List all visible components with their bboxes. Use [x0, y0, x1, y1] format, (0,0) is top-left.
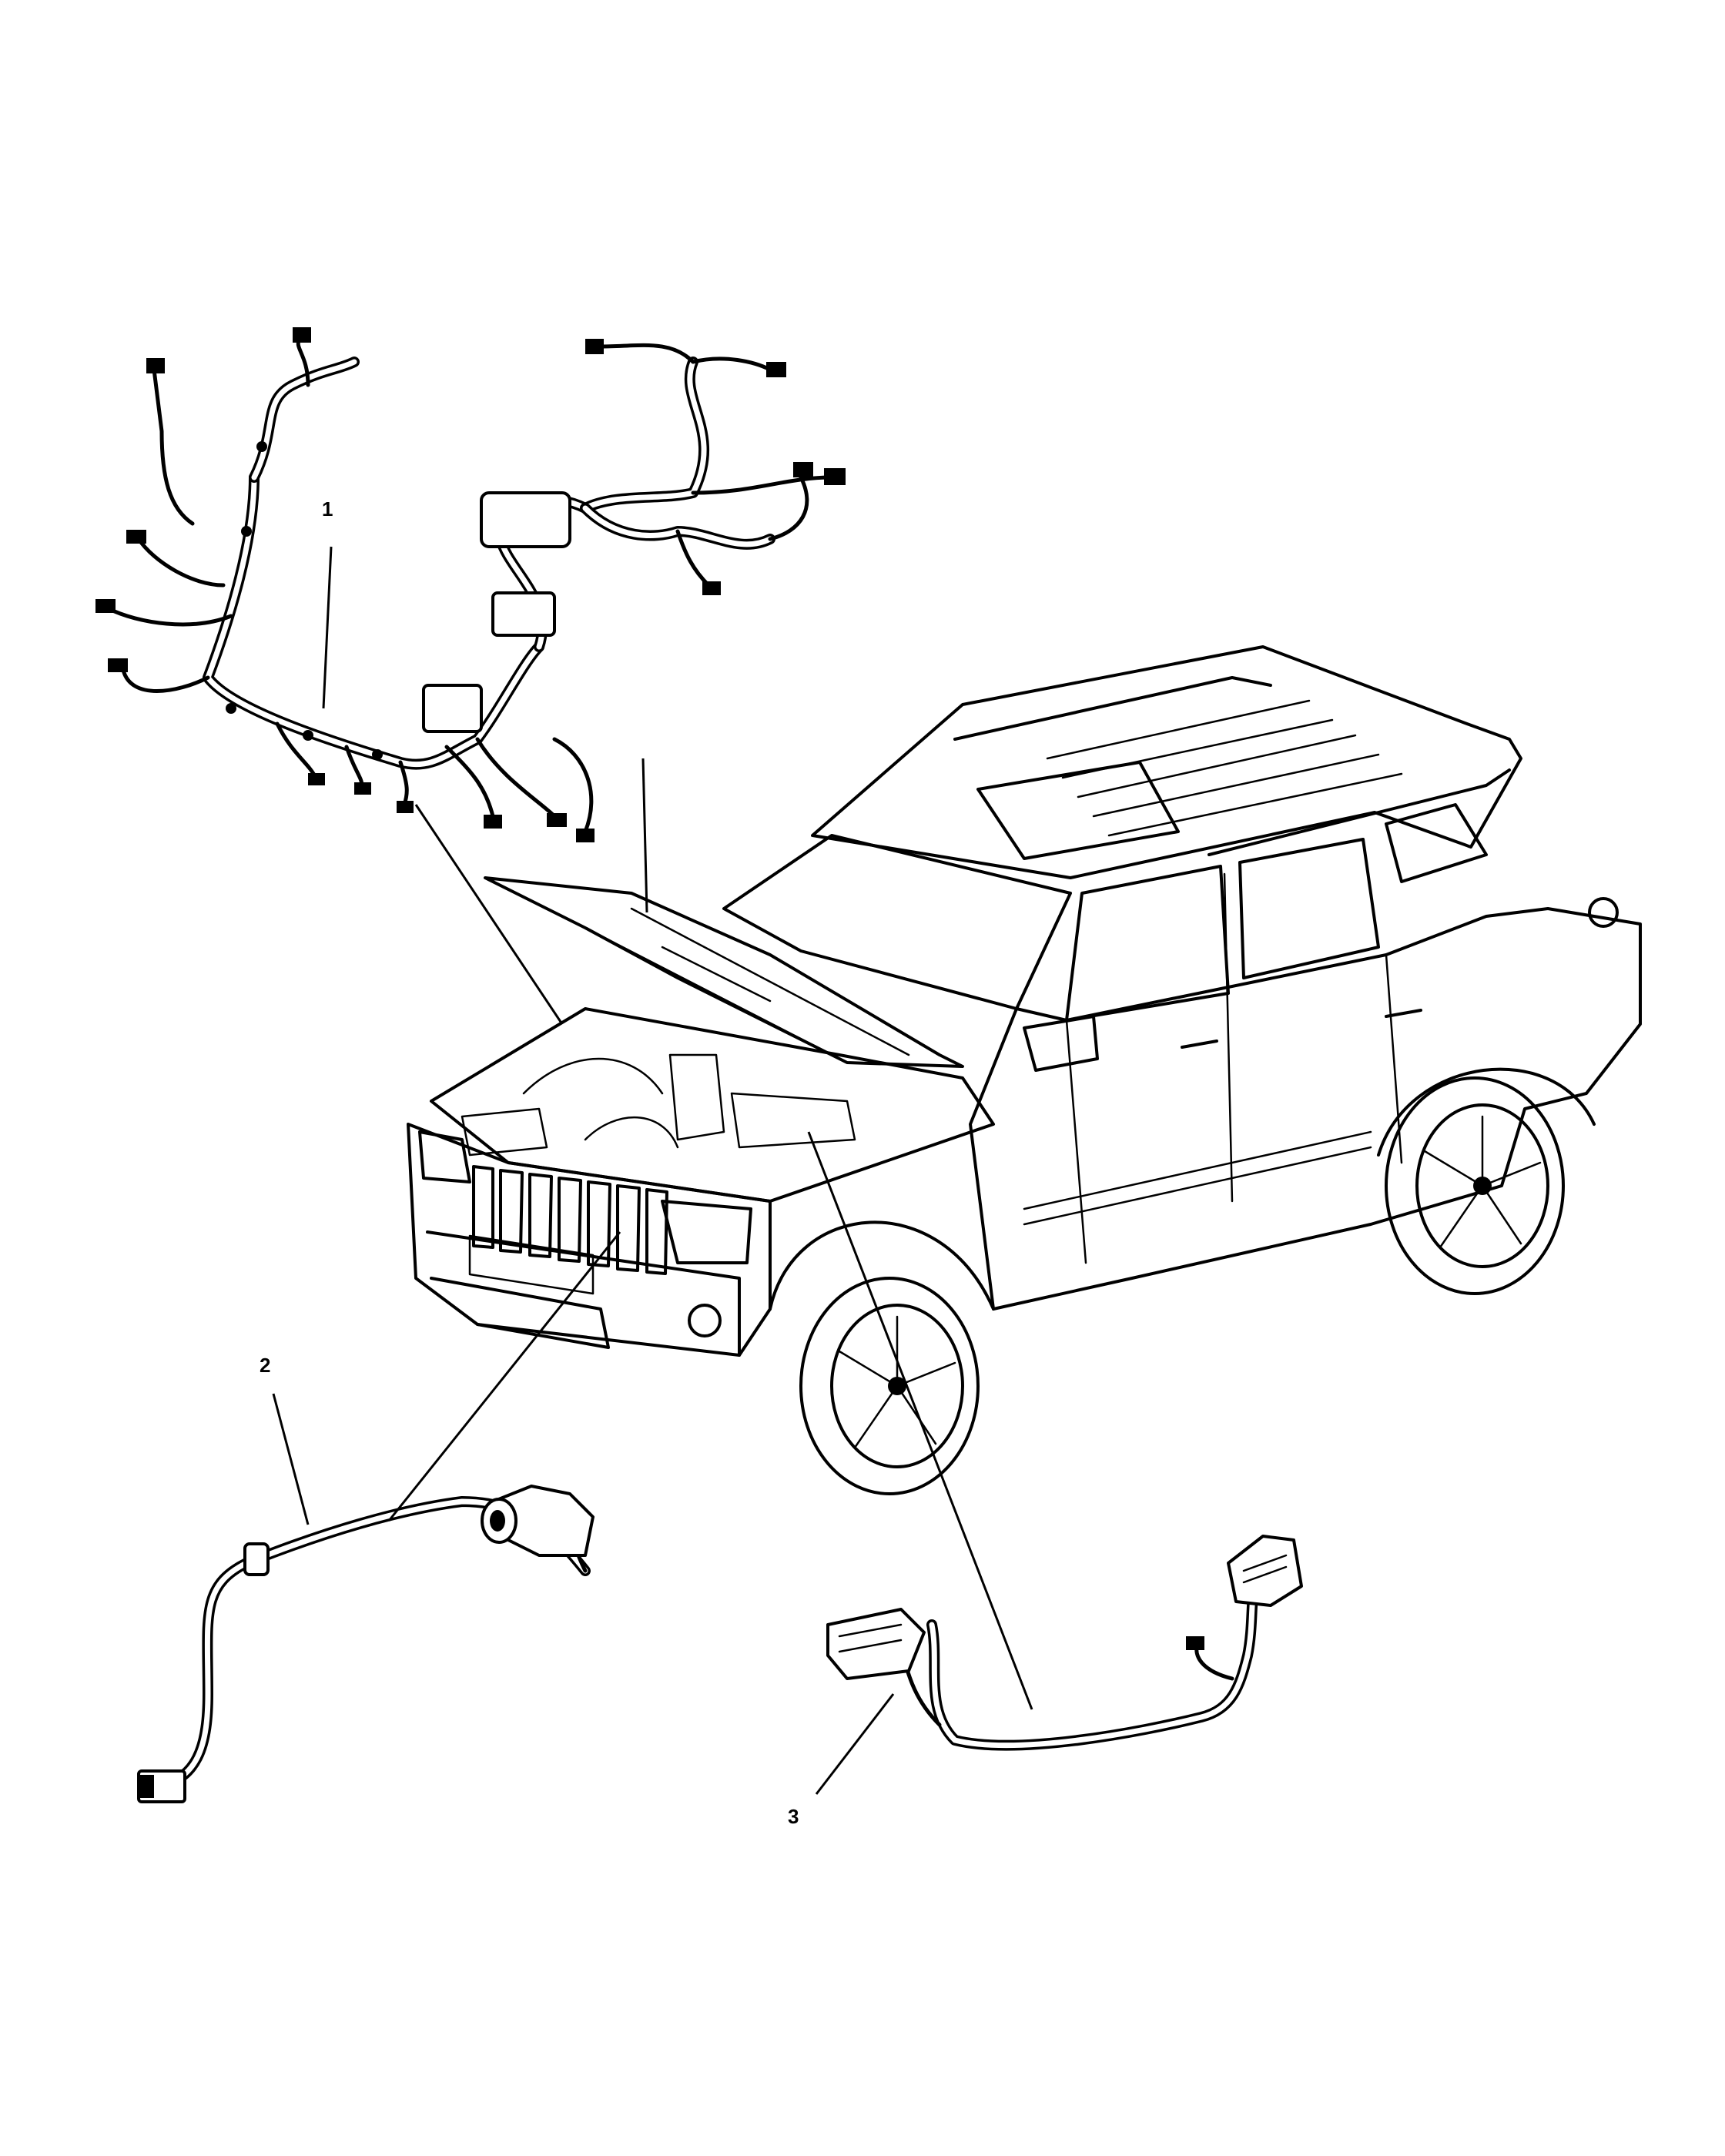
raised-hood — [484, 876, 964, 1068]
jumper-connector-left — [826, 1608, 926, 1680]
license-plate — [468, 1234, 595, 1295]
jumper-wiring-harness — [826, 1535, 1303, 1751]
instrument-panel-module — [480, 491, 571, 548]
upper-instrument-panel-harness — [580, 462, 813, 595]
headlight-right — [661, 1200, 752, 1264]
roof-rail-left — [953, 676, 1272, 741]
leader-line-3 — [815, 1693, 895, 1795]
callout-3: 3 — [788, 1805, 799, 1828]
leader-lines — [272, 546, 1033, 1795]
headlamp-wiring-harness — [137, 1485, 595, 1803]
leader-line-2-to-vehicle — [387, 1231, 621, 1522]
vehicle-side-body — [969, 907, 1642, 1311]
fog-lamp — [688, 1304, 722, 1337]
hood-underside — [584, 907, 910, 1064]
front-wheel — [799, 1277, 980, 1495]
rear-door-window — [1238, 838, 1380, 979]
leader-line-2 — [272, 1393, 310, 1525]
leader-line-1 — [322, 546, 333, 709]
instrument-panel-wiring-harness — [95, 327, 846, 842]
junction-block — [491, 591, 556, 637]
vehicle-roof-outline — [811, 645, 1522, 879]
front-door-window — [1065, 865, 1230, 1022]
front-bumper — [426, 1230, 741, 1357]
side-mirror — [1023, 1015, 1099, 1072]
fuel-door — [1588, 897, 1619, 928]
headlamp-connector-right — [481, 1485, 595, 1557]
headlight-left — [418, 1130, 471, 1183]
callout-2: 2 — [260, 1354, 270, 1377]
callout-1: 1 — [322, 497, 333, 521]
body-control-module — [422, 684, 483, 733]
roof-rail-right — [1208, 768, 1511, 856]
door-handle-front — [1181, 1040, 1218, 1049]
leader-line-1-to-vehicle — [414, 804, 564, 1025]
leader-line-hood — [641, 758, 648, 913]
vehicle-illustration — [407, 645, 1642, 1495]
door-handle-rear — [1385, 1009, 1422, 1018]
leader-line-3-to-vehicle — [807, 1131, 1033, 1710]
front-wheel-arch — [769, 1220, 995, 1311]
engine-components — [461, 1053, 856, 1157]
windshield — [722, 834, 1072, 1010]
rear-wheel — [1385, 1076, 1565, 1295]
sunroof — [976, 761, 1180, 860]
seven-slot-grille — [472, 1165, 668, 1275]
quarter-window — [1385, 803, 1488, 883]
jumper-connector-top — [1227, 1535, 1303, 1607]
body-side-molding — [1023, 1130, 1372, 1226]
front-fascia — [407, 1123, 772, 1357]
rear-wheel-arch — [1377, 1067, 1596, 1157]
roof-ribs — [1046, 699, 1403, 837]
